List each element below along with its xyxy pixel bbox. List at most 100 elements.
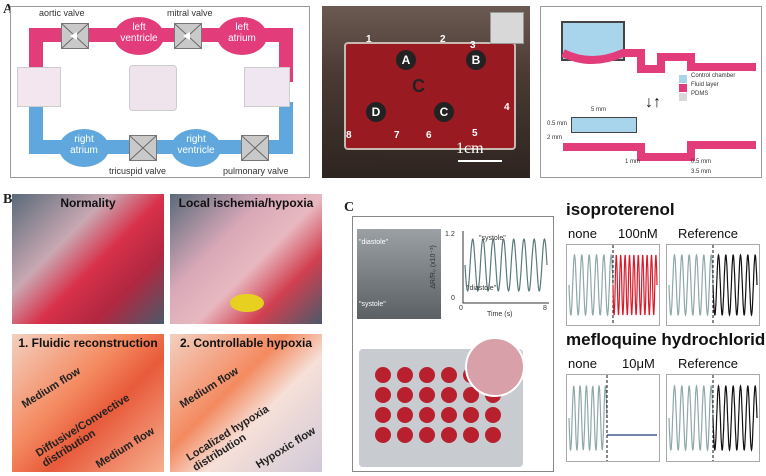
valve-channel-drawing: ↓↑ [561, 49, 756, 161]
right-atrium-node [59, 129, 109, 167]
trace-mefloref-baseline [668, 384, 714, 452]
tile-fluidic-title: 1. Fluidic reconstruction [18, 336, 158, 350]
right-atrium-label: right atrium [70, 134, 98, 156]
legend-pdms: PDMS [691, 91, 709, 97]
drug-1-none: none [568, 226, 597, 241]
drug-1-dose: 100nM [618, 226, 658, 241]
tile-hypoxia: 2. Controllable hypoxia Medium flow Loca… [170, 334, 322, 472]
well [375, 407, 391, 423]
drug-2-name: mefloquine hydrochloride [566, 330, 766, 349]
well [485, 407, 501, 423]
inset-trace [464, 237, 548, 293]
pulmonary-valve-icon [241, 135, 269, 161]
chamber-c: C [434, 102, 454, 122]
tricuspid-valve-icon [129, 135, 157, 161]
inset-axes [462, 231, 549, 304]
inset-xtick-left: 0 [459, 305, 463, 312]
inset-plot: 1.2 0 0 8 Time (s) ΔR/R₀ (x10⁻³) "systol… [430, 225, 551, 321]
valve-schematic: ↓↑ Control chamber Fluid layer PDMS 5 mm… [540, 6, 762, 178]
trace-iso-baseline [568, 253, 614, 317]
left-ventricle-label: left ventricle [120, 22, 158, 44]
chamber-c-mark: C [412, 76, 425, 96]
tile-hypoxia-title: 2. Controllable hypoxia [179, 336, 313, 350]
well [441, 387, 457, 403]
tile-ischemia: Local ischemia/hypoxia [170, 194, 322, 324]
chamber-b: B [466, 50, 486, 70]
legend-swatch-control [679, 75, 687, 83]
port-1: 1 [366, 34, 372, 45]
device-photo: "diastole" "systole" [357, 229, 441, 319]
drug-2-dose: 10μM [622, 356, 655, 371]
photo-diastole: "diastole" [359, 239, 389, 246]
chip-body [344, 42, 516, 150]
trace-mefloref-ref [712, 384, 758, 452]
inset-ytick-top: 1.2 [445, 231, 455, 238]
photo-systole: "systole" [359, 301, 386, 308]
panel-c-frame: "diastole" "systole" 1.2 0 0 8 Time (s) … [352, 216, 554, 472]
scale-bar [458, 160, 502, 162]
svg-text:↓↑: ↓↑ [645, 94, 661, 111]
well [397, 407, 413, 423]
drug-responses: isoproterenol none 100nM Reference meflo… [566, 200, 766, 470]
port-5: 5 [472, 128, 478, 139]
trace-meflo-baseline [568, 384, 608, 452]
well [419, 407, 435, 423]
chamber-a: A [396, 50, 416, 70]
inset-ylabel: ΔR/R₀ (x10⁻³) [429, 245, 437, 289]
drug-2-reference: Reference [678, 356, 738, 371]
circulation-diagram: left ventricle left atrium aortic valve … [10, 6, 310, 178]
scale-label: 1cm [456, 140, 484, 157]
trace-meflo-ref [666, 374, 760, 462]
right-ventricle-label: right ventricle [177, 134, 215, 156]
mitral-valve-label: mitral valve [167, 8, 213, 18]
inset-systole-note: "systole" [479, 235, 506, 242]
tricuspid-valve-label: tricuspid valve [109, 166, 167, 176]
inset-diastole-note: "diastole" [467, 285, 497, 292]
dim-0.5mm-a: 0.5 mm [547, 121, 568, 127]
chip-inset [490, 12, 524, 44]
flow-label-1a: Medium flow [19, 365, 83, 411]
panel-label-b: B [3, 192, 13, 207]
trace-isoref-baseline [668, 253, 714, 317]
port-3: 3 [470, 40, 476, 51]
dim-3.5mm: 3.5 mm [691, 169, 712, 175]
well [463, 427, 479, 443]
well [441, 407, 457, 423]
heart-illustration-center [129, 65, 177, 111]
port-2: 2 [440, 34, 446, 45]
well [375, 387, 391, 403]
aortic-valve-label: aortic valve [39, 8, 85, 18]
drug-1-reference: Reference [678, 226, 738, 241]
well [419, 427, 435, 443]
tile-normality-title: Normality [60, 196, 116, 210]
inset-xlabel: Time (s) [487, 311, 513, 318]
heart-illustration-left [17, 67, 61, 107]
inset-ytick-bottom: 0 [451, 295, 455, 302]
well [397, 427, 413, 443]
zoom-circle [465, 337, 525, 397]
inset-xtick-right: 8 [543, 305, 547, 312]
inset-plot-svg [462, 231, 549, 304]
tile-fluidic: 1. Fluidic reconstruction Medium flow Di… [12, 334, 164, 472]
legend-swatch-pdms [679, 93, 687, 101]
tile-ischemia-title: Local ischemia/hypoxia [178, 196, 314, 210]
pulmonary-valve-label: pulmonary valve [223, 166, 289, 176]
legend-control: Control chamber [691, 73, 736, 79]
dim-2mm: 2 mm [547, 135, 562, 141]
drug-1-name: isoproterenol [566, 200, 675, 219]
port-4: 4 [504, 102, 510, 113]
right-ventricle-node [171, 129, 221, 167]
well [419, 387, 435, 403]
well [375, 367, 391, 383]
dim-5mm: 5 mm [591, 107, 606, 113]
panel-label-c: C [344, 200, 355, 215]
port-6: 6 [426, 130, 432, 141]
heart-illustration-right [244, 67, 290, 107]
port-8: 8 [346, 130, 352, 141]
left-atrium-node [217, 17, 267, 55]
tile-normality: Normality [12, 194, 164, 324]
control-chamber-bottom [571, 117, 637, 133]
left-ventricle-node [114, 17, 164, 55]
well [485, 427, 501, 443]
left-atrium-label: left atrium [228, 22, 256, 44]
